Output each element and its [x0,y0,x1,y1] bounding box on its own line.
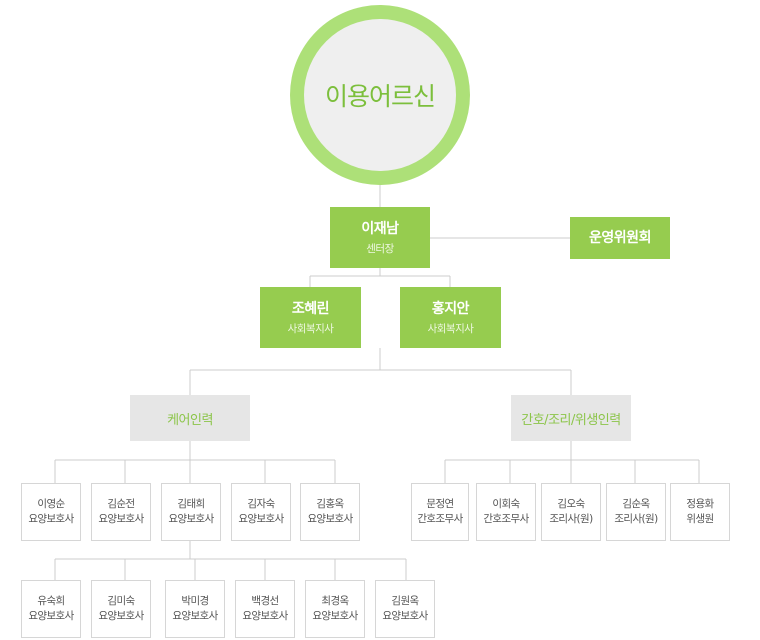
staff-role: 요양보호사 [98,513,144,525]
staff-role: 간호조무사 [483,513,529,525]
staff-role: 요양보호사 [28,513,74,525]
root-node-inner: 이용어르신 [304,19,456,171]
staff-role: 요양보호사 [28,610,74,622]
nursing-staff-box: 이회숙 간호조무사 [476,483,536,541]
staff-name: 김순옥 [622,498,650,510]
care-staff-box: 김홍옥 요양보호사 [300,483,360,541]
staff-role: 요양보호사 [242,610,288,622]
staff-role: 요양보호사 [307,513,353,525]
staff-role: 요양보호사 [312,610,358,622]
staff-role: 위생원 [686,513,714,525]
social-worker-name: 조혜린 [291,300,330,317]
root-node-circle: 이용어르신 [290,5,470,185]
staff-role: 간호조무사 [417,513,463,525]
staff-role: 요양보호사 [168,513,214,525]
staff-name: 김오숙 [557,498,585,510]
committee-name: 운영위원회 [589,230,651,246]
social-worker-box: 조혜린 사회복지사 [260,287,361,348]
director-box: 이재남 센터장 [330,207,430,268]
care-staff-box: 김순전 요양보호사 [91,483,151,541]
staff-role: 조리사(원) [614,513,658,525]
staff-name: 정용화 [686,498,714,510]
staff-name: 김홍옥 [316,498,344,510]
social-worker-name: 홍지안 [431,300,470,317]
staff-role: 조리사(원) [549,513,593,525]
nursing-category-box: 간호/조리/위생인력 [511,395,631,441]
director-name: 이재남 [361,220,399,237]
staff-role: 요양보호사 [382,610,428,622]
care-staff-box: 박미경 요양보호사 [165,580,225,638]
social-worker-box: 홍지안 사회복지사 [400,287,501,348]
care-staff-box: 김자숙 요양보호사 [231,483,291,541]
staff-name: 김자숙 [247,498,275,510]
committee-box: 운영위원회 [570,217,670,259]
root-label: 이용어르신 [324,82,436,111]
care-staff-box: 최경옥 요양보호사 [305,580,365,638]
nursing-staff-box: 김오숙 조리사(원) [541,483,601,541]
staff-name: 박미경 [181,595,209,607]
care-staff-box: 김미숙 요양보호사 [91,580,151,638]
care-staff-box: 이영순 요양보호사 [21,483,81,541]
care-staff-box: 김태희 요양보호사 [161,483,221,541]
staff-name: 최경옥 [321,595,349,607]
staff-name: 이영순 [37,498,65,510]
staff-role: 요양보호사 [98,610,144,622]
staff-name: 백경선 [251,595,279,607]
care-staff-box: 김원옥 요양보호사 [375,580,435,638]
nursing-staff-box: 정용화 위생원 [670,483,730,541]
nursing-staff-box: 문정연 간호조무사 [411,483,469,541]
staff-name: 이회숙 [492,498,520,510]
staff-name: 김미숙 [107,595,135,607]
care-staff-box: 유숙희 요양보호사 [21,580,81,638]
care-category-box: 케어인력 [130,395,250,441]
staff-name: 유숙희 [37,595,65,607]
staff-role: 요양보호사 [172,610,218,622]
care-staff-box: 백경선 요양보호사 [235,580,295,638]
staff-name: 김원옥 [391,595,419,607]
nursing-staff-box: 김순옥 조리사(원) [606,483,666,541]
staff-name: 김순전 [107,498,135,510]
staff-role: 요양보호사 [238,513,284,525]
staff-name: 문정연 [426,498,454,510]
staff-name: 김태희 [177,498,205,510]
director-role: 센터장 [366,242,394,255]
social-worker-role: 사회복지사 [427,322,474,335]
social-worker-role: 사회복지사 [287,322,334,335]
